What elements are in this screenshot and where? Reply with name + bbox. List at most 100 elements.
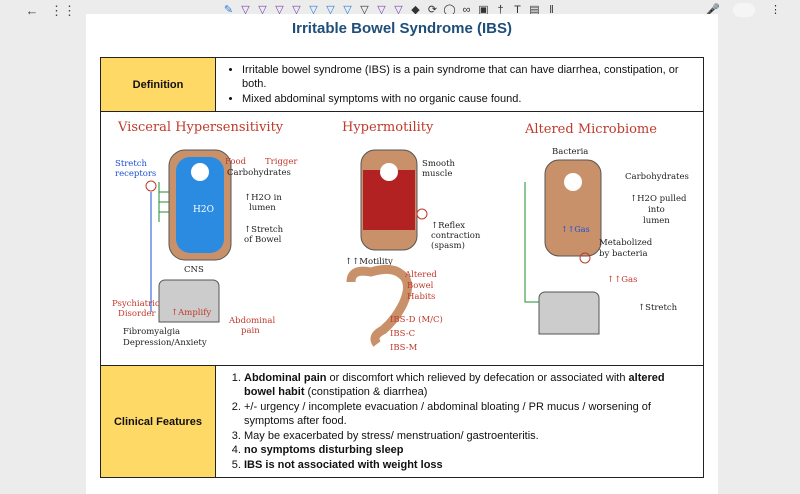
microbiome-pathway [524,182,539,303]
link-icon[interactable]: ∞ [462,4,471,16]
plus-icon-2 [416,208,428,220]
more-options-icon[interactable]: ⋮ [770,4,781,16]
cns-label: CNS [184,265,204,275]
h2o-in-lumen-1: ↑H2O in [244,193,282,203]
marker-icon-4[interactable]: ▽ [377,4,386,16]
clinical-item-1: Abdominal pain or discomfort which relie… [244,371,695,400]
definition-content: Irritable bowel syndrome (IBS) is a pain… [215,57,704,112]
smooth-muscle-1: Smooth [422,159,456,169]
stretch-bowel-2: of Bowel [244,235,282,245]
h2o-pulled-1: ↑H2O pulled [630,194,687,204]
clinical-item-4: no symptoms disturbing sleep [244,443,695,458]
microbiome-title: Altered Microbiome [524,122,657,137]
visceral-title: Visceral Hypersensitivity [117,120,284,135]
plus-icon [145,180,157,192]
ibs-c-label: IBS-C [390,329,415,339]
h2o-label: H2O [193,205,214,215]
gas-label: ↑↑Gas [607,275,637,285]
brain-icon [158,279,220,323]
pen-tool-icon-5[interactable]: ▽ [309,4,318,16]
brain-icon-2 [538,291,600,335]
pen-tool-icon-4[interactable]: ▽ [292,4,301,16]
microbiome-carbs: Carbohydrates [625,172,689,182]
ibs-d-label: IBS-D (M/C) [390,314,443,325]
pen-tool-icon-1[interactable]: ▽ [241,4,250,16]
stretch-label: ↑Stretch [638,303,678,313]
microbiome-bowel [544,159,602,257]
reflex-1: ↑Reflex [431,221,465,231]
clinical-label: Clinical Features [100,365,216,478]
ibs-table: Definition Irritable bowel syndrome (IBS… [100,57,704,478]
trigger-label: Trigger [265,157,298,167]
definition-bullet-2: Mixed abdominal symptoms with no organic… [242,92,695,106]
h2o-pulled-2: into [648,205,665,215]
h2o-pulled-3: lumen [643,216,670,226]
stretch-receptors-label-1: Stretch [115,159,148,169]
highlighter-icon[interactable]: ✎ [223,4,234,16]
abdominal-pain-1: Abdominal [228,316,275,326]
clinical-content: Abdominal pain or discomfort which relie… [215,365,704,478]
mechanisms-diagram: Visceral Hypersensitivity H2O Stretch re… [100,111,704,366]
page-title: Irritable Bowel Syndrome (IBS) [291,20,513,37]
text-icon[interactable]: T [514,4,521,16]
colon-illustration [346,264,412,347]
psychiatric-2: Disorder [118,309,157,319]
reflex-3: (spasm) [431,240,465,251]
stretch-receptors-label-2: receptors [115,169,156,179]
more-icon[interactable]: ‖ [549,4,554,16]
microphone-icon[interactable]: 🎤 [706,4,720,16]
altered-1: Altered [404,270,437,280]
h2o-in-lumen-2: lumen [249,203,276,213]
gas-inner-label: ↑↑Gas [561,225,590,234]
metabolized-1: Metabolized [599,238,653,248]
lasso-icon[interactable]: ⟳ [427,4,438,16]
plus-icon-3 [579,252,591,264]
diagram-row: Visceral Hypersensitivity H2O Stretch re… [100,111,704,366]
marker-icon-2[interactable]: ▽ [343,4,352,16]
pen-tool-icon-3[interactable]: ▽ [275,4,284,16]
receptor-lines [158,182,169,222]
hypermotility-title: Hypermotility [342,120,434,135]
image-icon[interactable]: ▤ [529,4,540,16]
motility-label: ↑↑Motility [345,257,393,267]
annotation-tools: ✎ ▽ ▽ ▽ ▽ ▽ ▽ ▽ ▽ ▽ ▽ ◆ ⟳ ◯ ∞ ▣ † T ▤ ‖ [222,3,558,17]
fibromyalgia-label: Fibromyalgia [123,327,180,337]
hypermotility-particles [380,163,398,181]
viewer-toolbar: ← ⋮⋮ ✎ ▽ ▽ ▽ ▽ ▽ ▽ ▽ ▽ ▽ ▽ ◆ ⟳ ◯ ∞ ▣ † T… [0,0,800,22]
bacteria-cluster [564,173,582,191]
metabolized-2: by bacteria [599,249,648,259]
altered-3: Habits [407,292,435,302]
mechanisms-svg: Visceral Hypersensitivity H2O Stretch re… [112,120,689,353]
clinical-item-3: May be exacerbated by stress/ menstruati… [244,429,695,444]
depression-label: Depression/Anxiety [123,338,207,348]
psychiatric-1: Psychiatric [112,299,160,309]
amplify-label: ↑Amplify [171,308,211,318]
ibs-m-label: IBS-M [390,343,418,353]
smooth-muscle-2: muscle [422,169,452,179]
toggle-pill[interactable] [733,3,755,17]
altered-2: Bowel [407,281,434,291]
carbs-label: Carbohydrates [227,168,291,178]
document-page: Irritable Bowel Syndrome (IBS) Definitio… [86,14,718,494]
clinical-item-2: +/- urgency / incomplete evacuation / ab… [244,400,695,429]
textbox-icon[interactable]: † [497,4,504,16]
definition-label: Definition [100,57,216,112]
marker-icon-1[interactable]: ▽ [326,4,335,16]
marker-icon-5[interactable]: ▽ [394,4,403,16]
image-select-icon[interactable]: ▣ [478,4,489,16]
food-particles [191,163,209,181]
shapes-icon[interactable]: ◯ [443,4,456,16]
food-label: Food [225,157,247,167]
eraser-icon[interactable]: ◆ [411,4,420,16]
stretch-bowel-1: ↑Stretch [244,225,284,235]
clinical-row: Clinical Features Abdominal pain or disc… [100,365,704,478]
arrow-left-icon[interactable]: ← [25,3,39,18]
marker-icon-3[interactable]: ▽ [360,4,369,16]
visceral-lumen-water [176,157,224,253]
abdominal-pain-2: pain [241,326,260,336]
bacteria-label: Bacteria [552,147,588,157]
grid-icon[interactable]: ⋮⋮ [50,3,76,18]
pen-tool-icon-2[interactable]: ▽ [258,4,267,16]
clinical-item-5: IBS is not associated with weight loss [244,458,695,473]
reflex-2: contraction [431,231,481,241]
